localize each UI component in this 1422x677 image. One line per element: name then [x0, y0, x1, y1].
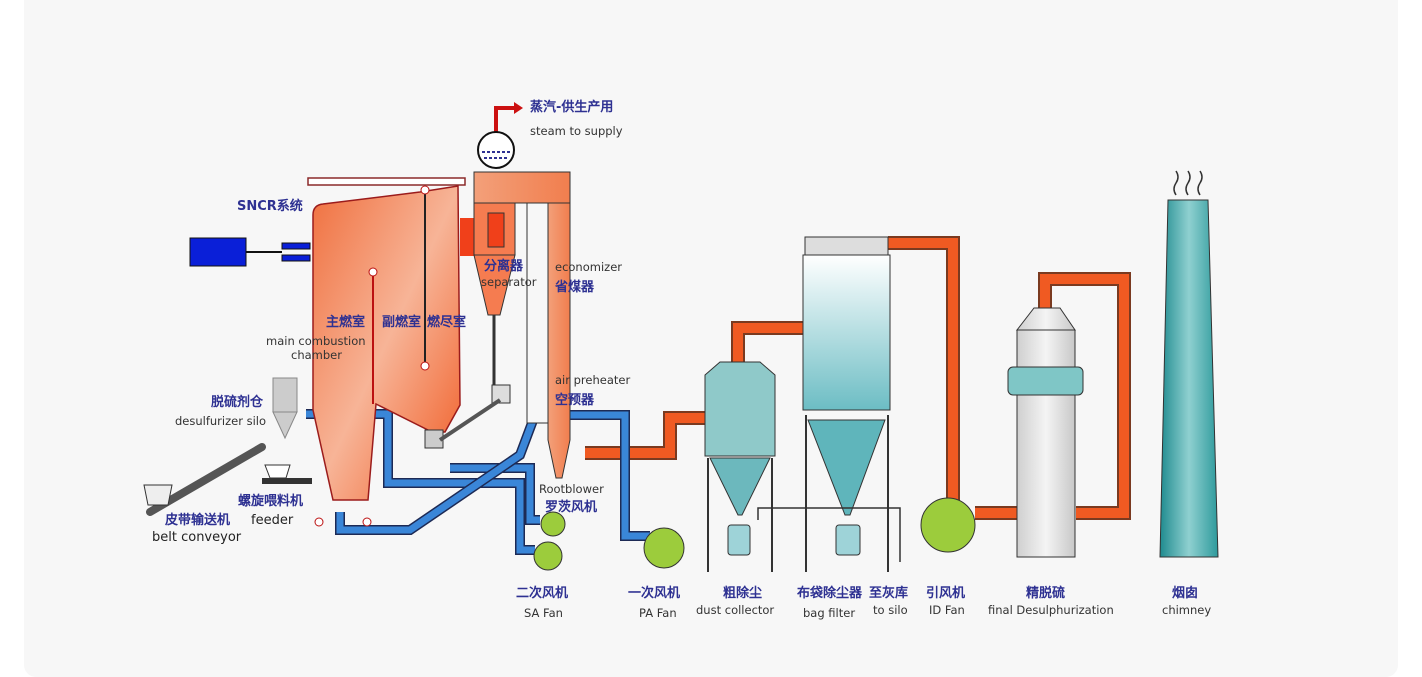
label-separator-en: separator	[481, 275, 537, 289]
label-silo-cn: 至灰库	[869, 585, 908, 601]
label-secondary-chamber-cn: 副燃室	[382, 314, 421, 330]
desulfurizer-silo	[272, 377, 298, 440]
label-rootblower-en: Rootblower	[539, 482, 604, 496]
sa-fan	[533, 541, 563, 571]
rootblower-fan	[540, 511, 566, 537]
sncr-nozzle	[281, 254, 311, 262]
label-sa-fan-en: SA Fan	[524, 606, 563, 620]
smoke-icon	[1173, 170, 1203, 196]
label-silo-en: to silo	[873, 603, 908, 617]
separator-and-backpass	[438, 171, 571, 479]
label-main-chamber-cn: 主燃室	[326, 314, 365, 330]
label-pa-fan-cn: 一次风机	[628, 585, 680, 601]
label-feeder-cn: 螺旋喂料机	[238, 493, 303, 509]
label-feeder-en: feeder	[251, 513, 294, 528]
label-steam-cn: 蒸汽-供生产用	[530, 99, 613, 115]
bag-filter	[757, 236, 901, 572]
label-burnout-chamber-cn: 燃尽室	[427, 314, 466, 330]
top-rail	[307, 177, 466, 186]
label-dust-cn: 粗除尘	[723, 585, 762, 601]
valve-icon	[368, 267, 378, 277]
label-belt-cn: 皮带输送机	[164, 512, 230, 528]
label-id-fan-cn: 引风机	[926, 585, 965, 601]
flue-gas-ducts	[585, 236, 1131, 520]
arrow-right-icon	[514, 102, 523, 114]
label-main-chamber-en2: chamber	[291, 348, 342, 362]
valve-icon	[420, 185, 430, 195]
furnace	[312, 185, 461, 501]
dust-collector	[704, 361, 776, 572]
valve-icon	[314, 517, 324, 527]
label-chimney-en: chimney	[1162, 603, 1211, 617]
belt-hopper	[143, 484, 173, 506]
label-dust-en: dust collector	[696, 603, 774, 617]
label-economizer-cn: 省煤器	[554, 279, 595, 295]
id-fan	[920, 497, 976, 553]
sncr-nozzle	[281, 242, 311, 250]
label-rootblower-cn: 罗茨风机	[545, 499, 597, 515]
label-air-preheater-cn: 空预器	[555, 392, 595, 408]
desulphurization-tower	[1007, 307, 1084, 558]
feeder-hopper	[264, 464, 291, 479]
label-id-fan-en: ID Fan	[929, 603, 965, 617]
label-desulph-cn: 精脱硫	[1026, 585, 1065, 601]
chimney	[1159, 199, 1219, 558]
label-bag-en: bag filter	[803, 606, 855, 620]
screw-feeder	[262, 478, 312, 484]
label-desulph-en: final Desulphurization	[988, 603, 1114, 617]
label-main-chamber-en: main combustion	[266, 334, 366, 348]
labels: 蒸汽-供生产用 steam to supply SNCR系统 分离器 separ…	[152, 99, 1211, 620]
label-pa-fan-en: PA Fan	[639, 606, 677, 620]
label-chimney-cn: 烟囱	[1172, 585, 1198, 601]
label-desulfurizer-silo-en: desulfurizer silo	[175, 414, 266, 428]
sncr-unit	[189, 237, 247, 267]
label-steam-en: steam to supply	[530, 124, 623, 138]
steam-drum	[477, 131, 515, 169]
label-separator-cn: 分离器	[484, 258, 524, 274]
label-sa-fan-cn: 二次风机	[516, 585, 568, 601]
label-desulfurizer-silo-cn: 脱硫剂仓	[211, 394, 264, 410]
label-bag-cn: 布袋除尘器	[797, 585, 863, 601]
label-sncr: SNCR系统	[237, 198, 303, 214]
valve-icon	[420, 361, 430, 371]
steam-pipe	[494, 106, 516, 132]
valve-icon	[362, 517, 372, 527]
label-air-preheater-en: air preheater	[555, 373, 630, 387]
label-belt-en: belt conveyor	[152, 530, 242, 545]
pa-fan	[643, 527, 685, 569]
label-economizer-en: economizer	[555, 260, 622, 274]
